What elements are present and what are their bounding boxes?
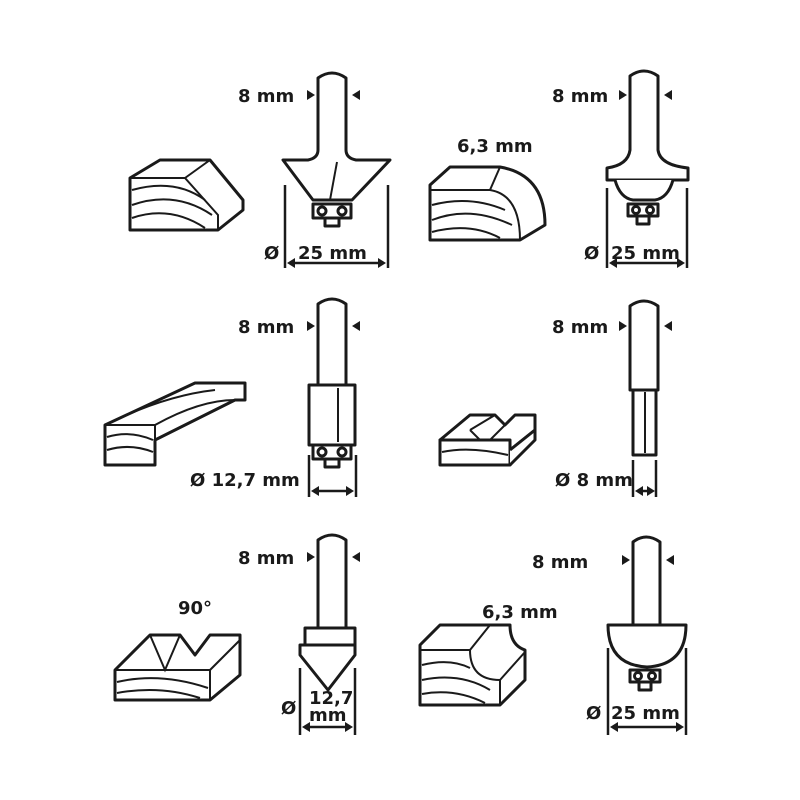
shank-label: 8 mm xyxy=(552,317,608,338)
diameter-symbol: Ø xyxy=(584,243,599,264)
diameter-value: 12,7 xyxy=(309,688,353,709)
wood-block-vgroove xyxy=(113,633,242,702)
wood-block-roundover xyxy=(428,165,547,242)
diameter-label: Ø 12,7 mm xyxy=(190,470,300,491)
shank-label: 8 mm xyxy=(532,552,588,573)
diameter-unit: mm xyxy=(309,705,347,726)
shank-label: 8 mm xyxy=(552,86,608,107)
radius-label: 6,3 mm xyxy=(457,136,533,157)
diameter-label: 25 mm xyxy=(611,703,680,724)
straight-bit-panel: 8 mm Ø 8 mm xyxy=(438,299,672,497)
flush-trim-bit-drawing xyxy=(307,297,357,469)
arrow-icon xyxy=(307,90,315,100)
shank-label: 8 mm xyxy=(238,548,294,569)
radius-label: 6,3 mm xyxy=(482,602,558,623)
diameter-label: Ø 8 mm xyxy=(555,470,633,491)
shank-label: 8 mm xyxy=(238,86,294,107)
chamfer-bit-drawing xyxy=(281,71,392,228)
shank-label: 8 mm xyxy=(238,317,294,338)
diameter-symbol: Ø xyxy=(264,243,279,264)
cove-bit-panel: 8 mm 6,3 mm Ø 25 mm xyxy=(418,535,688,735)
rounding-over-bit-panel: 8 mm 6,3 mm Ø 25 mm xyxy=(428,69,690,268)
wood-block-cove xyxy=(418,623,527,707)
flush-trim-bit-panel: 8 mm Ø 12,7 mm xyxy=(103,297,360,497)
straight-bit-drawing xyxy=(628,299,660,457)
diameter-label: 25 mm xyxy=(611,243,680,264)
rounding-over-bit-drawing xyxy=(605,69,690,226)
cove-bit-drawing xyxy=(606,535,688,692)
wood-block-groove xyxy=(438,413,537,467)
v-groove-bit-drawing xyxy=(298,533,357,692)
chamfer-bit-panel: 8 mm Ø 25 mm xyxy=(128,71,392,268)
arrow-icon xyxy=(352,90,360,100)
wood-block-flush xyxy=(103,381,247,467)
angle-label: 90° xyxy=(178,598,212,619)
diameter-symbol: Ø xyxy=(281,698,296,719)
v-groove-bit-panel: 8 mm 90° Ø 12,7 mm xyxy=(113,533,360,735)
diameter-label: 25 mm xyxy=(298,243,367,264)
diameter-symbol: Ø xyxy=(586,703,601,724)
wood-block-chamfer xyxy=(128,158,245,232)
